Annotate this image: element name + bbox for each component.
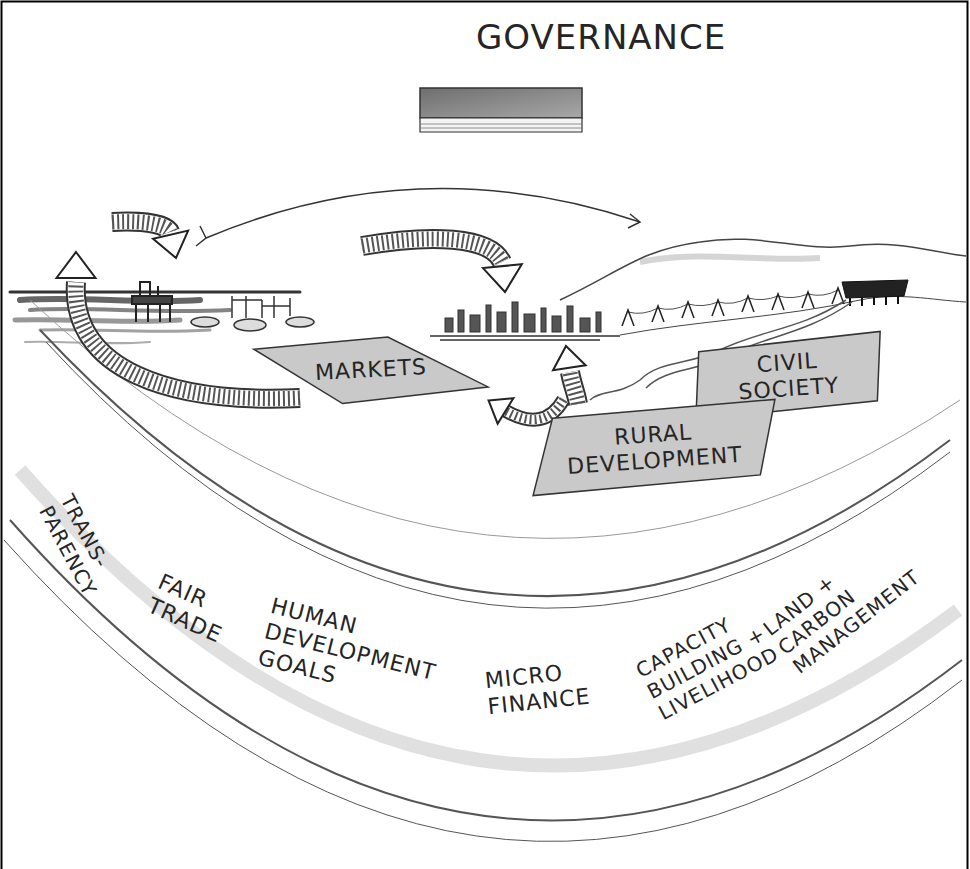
sea-part — [30, 309, 230, 311]
city-part — [486, 305, 491, 332]
arrow-hatching — [76, 282, 300, 399]
text-holder: MARKETS — [253, 332, 488, 408]
band-slot: LAND + CARBON MANAGEMENT — [758, 513, 941, 678]
city-part — [458, 310, 464, 332]
arrow-body — [362, 239, 502, 262]
city-part — [552, 316, 561, 332]
slab-face — [528, 399, 781, 495]
hills — [560, 239, 966, 335]
arrow-hatching — [112, 222, 170, 232]
band-label: TRANS- PARENCY — [34, 490, 121, 597]
slab-front — [420, 118, 582, 132]
band-slot: MICRO FINANCE — [484, 656, 609, 721]
city-part — [445, 318, 453, 332]
hills-part — [560, 239, 966, 300]
arrow-hatching — [570, 372, 578, 404]
dam-part — [850, 296, 898, 306]
band-label: MICRO FINANCE — [484, 656, 609, 721]
hatched-arrow — [57, 252, 301, 399]
arc-arrow-part — [196, 226, 206, 246]
power-pylons-part — [622, 288, 844, 326]
hills-part — [640, 257, 820, 262]
arrow-body — [112, 222, 170, 232]
arrow-body — [76, 282, 300, 399]
power-pylons-part — [628, 290, 838, 313]
arrow-hatching — [362, 239, 502, 262]
band-slot: TRANS- PARENCY — [34, 490, 121, 597]
hills-part — [620, 297, 966, 335]
city — [430, 302, 620, 340]
band-shading-part — [20, 470, 958, 766]
harbour-tanks — [191, 296, 314, 331]
city-part — [430, 336, 620, 340]
oil-rig-part — [136, 304, 170, 322]
text-holder: GOVERNANCE — [418, 10, 748, 57]
oil-rig-part — [132, 296, 172, 304]
harbour-tanks-part — [232, 296, 290, 318]
oil-rig-part — [140, 282, 158, 296]
arrow-outline — [112, 222, 170, 232]
arrow-head — [483, 264, 522, 292]
city-part — [512, 302, 518, 332]
city-part — [596, 312, 601, 332]
city-part — [497, 312, 506, 332]
city-part — [541, 308, 546, 332]
arrow-head — [553, 346, 586, 370]
perspective-slab: MARKETS — [253, 332, 488, 408]
power-pylons — [622, 288, 844, 326]
arrow-outline — [362, 239, 502, 262]
city-part — [470, 315, 480, 332]
arrow-head — [153, 231, 188, 258]
hatched-arrow — [112, 222, 188, 258]
band-label: LAND + CARBON MANAGEMENT — [758, 513, 941, 678]
perspective-slab: RURAL DEVELOPMENT — [528, 399, 781, 495]
arrow-head — [489, 398, 514, 424]
slab-face — [253, 332, 488, 408]
heading-text: GOVERNANCE — [476, 18, 748, 57]
harbour-tanks-part — [191, 317, 219, 327]
arrow-body — [570, 372, 578, 404]
governance-slab: GOVERNANCE — [418, 10, 748, 140]
dam-part — [842, 280, 908, 298]
sea-part — [40, 330, 210, 332]
city-part — [524, 314, 535, 332]
arc-arrow-part — [628, 214, 640, 228]
sea-part — [15, 320, 180, 322]
sea-part — [10, 291, 300, 294]
band-lines-part — [40, 330, 950, 596]
slab-label: RURAL DEVELOPMENT — [548, 415, 759, 480]
slab-label: CIVIL SOCIETY — [711, 345, 864, 406]
arrow-outline — [76, 282, 300, 399]
slab-top — [420, 88, 582, 118]
city-part — [580, 318, 590, 332]
slab-label: MARKETS — [314, 354, 427, 385]
harbour-tanks-part — [234, 319, 266, 331]
text-holder: RURAL DEVELOPMENT — [528, 399, 781, 495]
band-shading — [20, 470, 958, 766]
harbour-tanks-part — [286, 317, 314, 327]
arrow-head — [57, 252, 96, 278]
arrow-outline — [570, 372, 578, 404]
city-part — [567, 306, 573, 332]
sea — [10, 292, 300, 343]
hatched-arrow — [362, 239, 522, 292]
slab-lines — [420, 124, 582, 128]
band-lines-part — [10, 520, 962, 820]
oil-rig — [132, 282, 172, 322]
hatched-arrow — [553, 346, 586, 404]
band-lines-part — [30, 300, 960, 538]
